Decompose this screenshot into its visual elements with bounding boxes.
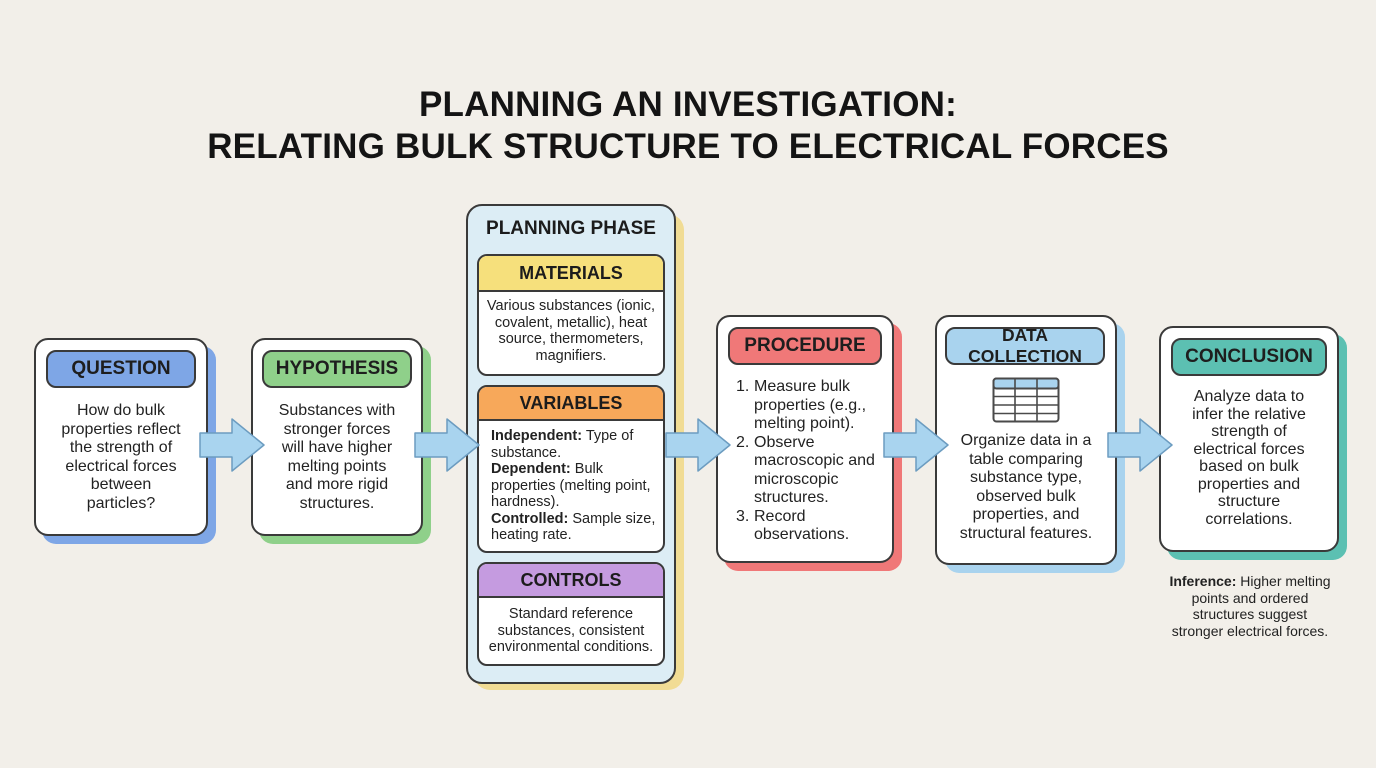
materials-heading: MATERIALS bbox=[479, 256, 663, 292]
conclusion-heading: CONCLUSION bbox=[1171, 338, 1327, 376]
arrow-question-to-hypothesis bbox=[199, 418, 265, 472]
data-collection-heading: DATA COLLECTION bbox=[945, 325, 1105, 366]
data-collection-card: DATA COLLECTION Organize data in a table… bbox=[935, 315, 1125, 573]
controls-text: Standard reference substances, consisten… bbox=[488, 606, 654, 655]
materials-card: MATERIALS Various substances (ionic, cov… bbox=[477, 254, 665, 376]
variables-heading: VARIABLES bbox=[479, 387, 663, 421]
controls-heading: CONTROLS bbox=[479, 564, 663, 598]
arrow-procedure-to-data-collection bbox=[883, 418, 949, 472]
arrow-planning-to-procedure bbox=[665, 418, 731, 472]
procedure-heading: PROCEDURE bbox=[728, 327, 882, 365]
data-collection-text: Organize data in a table comparing subst… bbox=[959, 432, 1093, 542]
page-title: PLANNING AN INVESTIGATION: RELATING BULK… bbox=[0, 84, 1376, 168]
hypothesis-text: Substances with stronger forces will hav… bbox=[278, 402, 396, 512]
materials-text: Various substances (ionic, covalent, met… bbox=[486, 298, 656, 364]
arrow-hypothesis-to-planning bbox=[414, 418, 480, 472]
question-heading: QUESTION bbox=[46, 350, 196, 388]
procedure-step-3: 3. Record observations. bbox=[736, 507, 850, 544]
procedure-step-1: 1. Measure bulk properties (e.g., meltin… bbox=[736, 378, 867, 432]
planning-phase-title: PLANNING PHASE bbox=[486, 218, 656, 239]
controls-card: CONTROLS Standard reference substances, … bbox=[477, 562, 665, 666]
title-line-1: PLANNING AN INVESTIGATION: bbox=[419, 85, 957, 124]
conclusion-text: Analyze data to infer the relative stren… bbox=[1192, 388, 1306, 528]
hypothesis-heading: HYPOTHESIS bbox=[262, 350, 412, 388]
question-card: QUESTION How do bulk properties reflect … bbox=[34, 338, 216, 544]
inference-note: Inference: Higher melting points and ord… bbox=[1169, 573, 1331, 639]
variables-text: Independent: Type of substance. Dependen… bbox=[491, 428, 656, 543]
arrow-data-collection-to-conclusion bbox=[1107, 418, 1173, 472]
variables-card: VARIABLES Independent: Type of substance… bbox=[477, 385, 665, 553]
procedure-step-2: 2. Observe macroscopic and microscopic s… bbox=[736, 433, 875, 507]
conclusion-card: CONCLUSION Analyze data to infer the rel… bbox=[1159, 326, 1347, 560]
title-line-2: RELATING BULK STRUCTURE TO ELECTRICAL FO… bbox=[207, 127, 1169, 166]
procedure-card: PROCEDURE 1. Measure bulk properties (e.… bbox=[716, 315, 902, 571]
table-icon bbox=[992, 377, 1060, 423]
question-text: How do bulk properties reflect the stren… bbox=[61, 402, 181, 512]
procedure-steps: 1. Measure bulk properties (e.g., meltin… bbox=[736, 378, 892, 545]
hypothesis-card: HYPOTHESIS Substances with stronger forc… bbox=[251, 338, 431, 544]
